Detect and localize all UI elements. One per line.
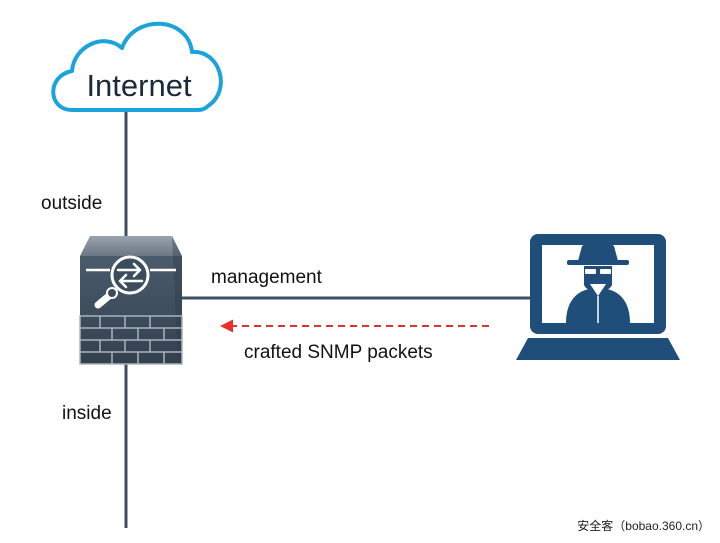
firewall-icon xyxy=(79,236,183,365)
attack-arrow xyxy=(220,319,489,333)
outside-label: outside xyxy=(41,193,102,214)
cloud-icon: Internet xyxy=(51,21,223,112)
internet-label: Internet xyxy=(86,68,192,103)
inspection-icon xyxy=(94,287,118,309)
management-label: management xyxy=(211,267,323,288)
inside-label: inside xyxy=(62,403,112,424)
watermark-text: 安全客（bobao.360.cn） xyxy=(577,518,710,533)
attack-label: crafted SNMP packets xyxy=(244,342,433,363)
hacker-laptop-icon xyxy=(516,234,680,360)
hacker-figure-icon xyxy=(566,241,630,323)
router-icon xyxy=(86,255,176,295)
